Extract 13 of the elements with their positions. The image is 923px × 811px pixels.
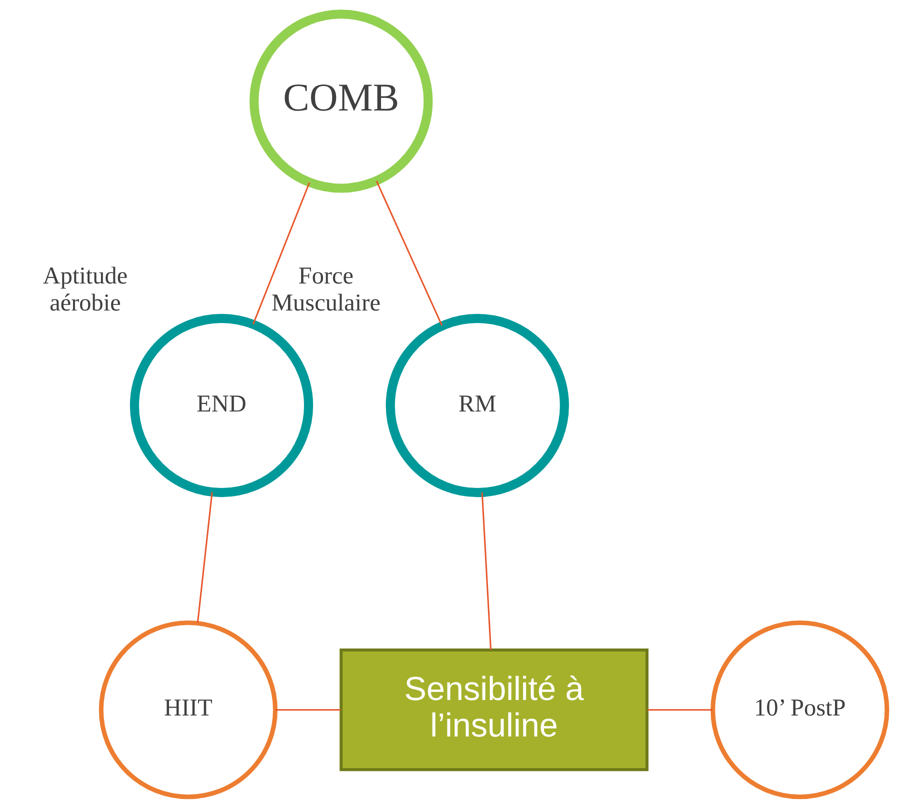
node-box: Sensibilité à l’insuline <box>340 648 648 772</box>
connector <box>252 182 310 324</box>
connector <box>275 709 341 711</box>
node-circle: COMB <box>250 10 433 193</box>
node-circle: END <box>130 314 314 498</box>
connector <box>196 492 213 623</box>
node-label: Aptitude aérobie <box>42 262 128 317</box>
connector <box>376 180 443 326</box>
connector <box>648 709 712 711</box>
node-circle: 10’ PostP <box>710 620 890 800</box>
node-circle: RM <box>386 314 569 498</box>
connector <box>481 492 492 650</box>
node-circle: HIIT <box>98 620 278 800</box>
